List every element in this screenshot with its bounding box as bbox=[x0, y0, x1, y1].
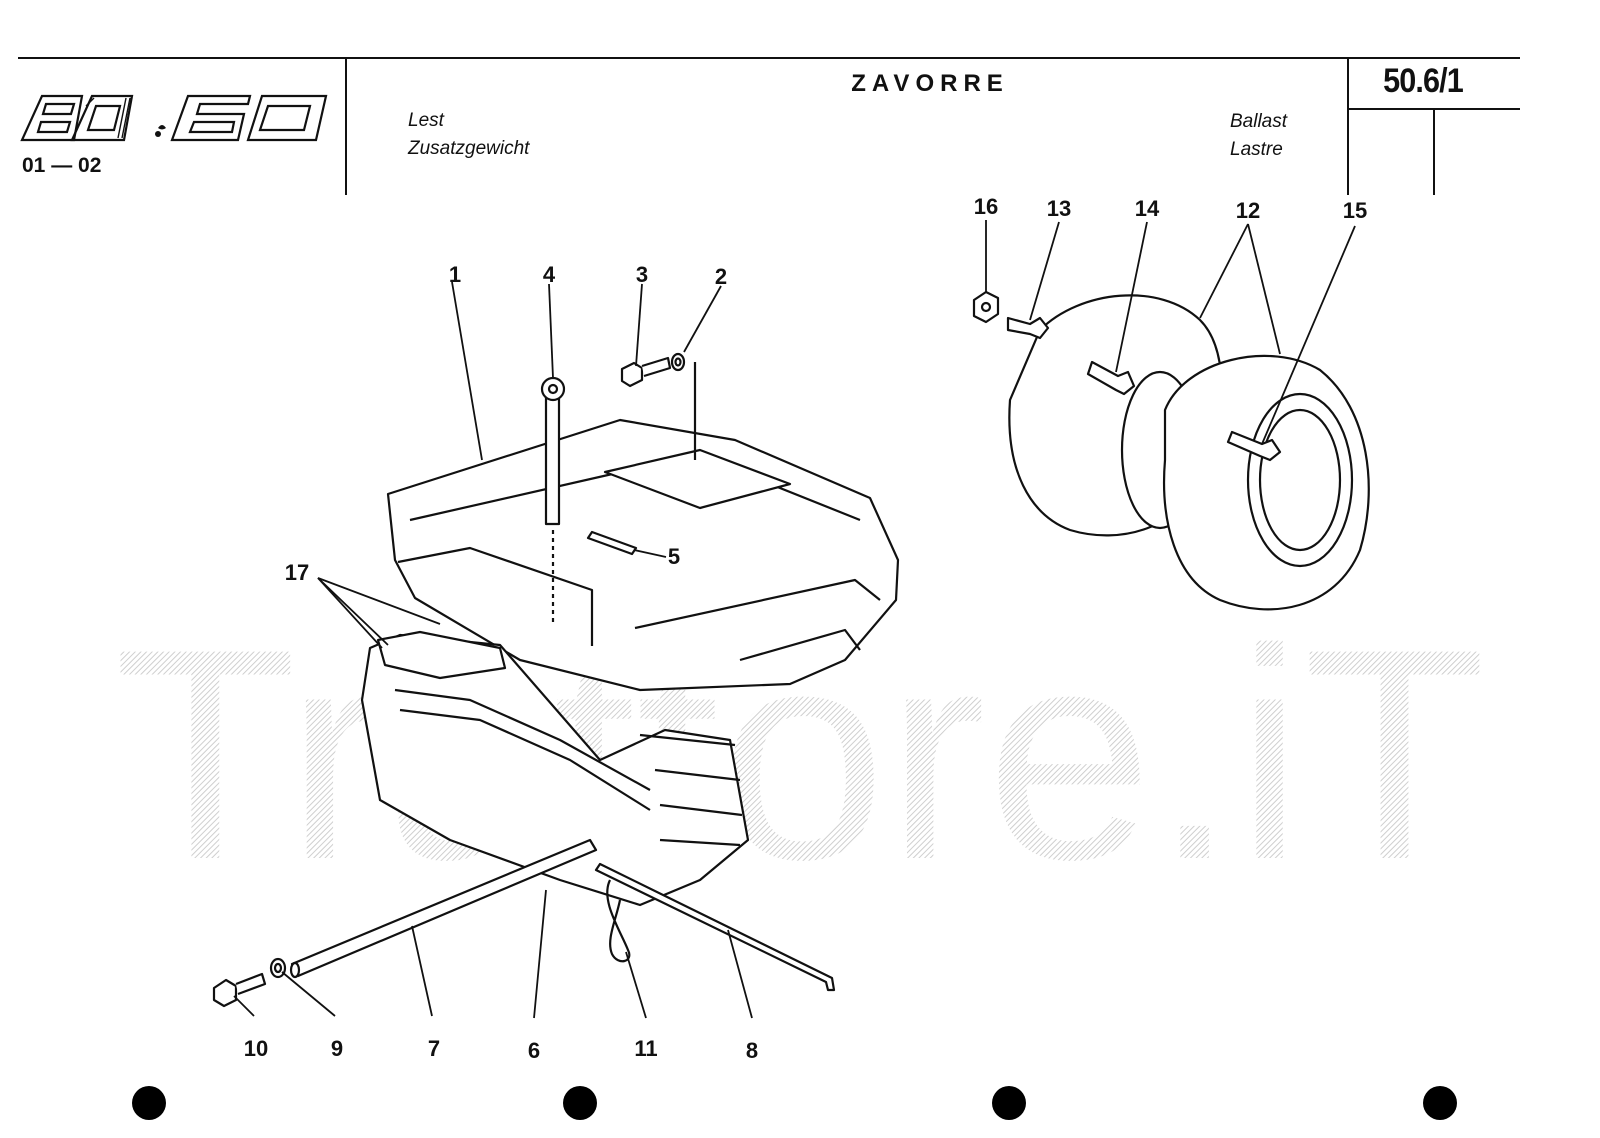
label-lest: Lest bbox=[408, 110, 444, 131]
watermark-text: Trattore.iT bbox=[114, 586, 1486, 922]
part-number-9: 9 bbox=[330, 1036, 344, 1061]
pin-part-4 bbox=[544, 394, 561, 526]
part-number-15: 15 bbox=[1342, 198, 1368, 223]
model-code: 01 — 02 bbox=[22, 154, 102, 177]
binder-hole-icon bbox=[1423, 1086, 1457, 1120]
washer-part-2 bbox=[670, 352, 686, 372]
part-number-11: 11 bbox=[634, 1036, 658, 1061]
bolt-part-3 bbox=[620, 361, 644, 388]
stud-part-14 bbox=[1086, 360, 1136, 396]
header-top-rule bbox=[18, 57, 1520, 59]
spring-clip-part-11 bbox=[606, 879, 631, 963]
part-number-16: 16 bbox=[973, 194, 999, 219]
bolt-part-13 bbox=[1006, 316, 1050, 340]
part-number-3: 3 bbox=[635, 262, 649, 287]
washer-part-9 bbox=[269, 957, 287, 979]
binder-hole-icon bbox=[132, 1086, 166, 1120]
label-lastre: Lastre bbox=[1230, 139, 1283, 160]
header-divider-left bbox=[345, 58, 347, 195]
bolt-part-15 bbox=[1226, 430, 1282, 462]
wheel-weight-inner bbox=[1163, 354, 1370, 611]
weight-carrier bbox=[386, 418, 900, 692]
carrier-top-plate bbox=[603, 448, 792, 510]
part-number-17: 17 bbox=[284, 560, 310, 585]
clip-part-5 bbox=[586, 530, 638, 556]
binder-hole-icon bbox=[563, 1086, 597, 1120]
header-divider-right bbox=[1347, 58, 1349, 195]
part-number-14: 14 bbox=[1134, 196, 1160, 221]
part-number-7: 7 bbox=[427, 1036, 441, 1061]
code-box-divider bbox=[1433, 108, 1435, 195]
weight-stack bbox=[360, 633, 750, 907]
page-title: ZAVORRE bbox=[851, 70, 1009, 97]
part-number-5: 5 bbox=[667, 544, 681, 569]
label-zusatzgewicht: Zusatzgewicht bbox=[408, 138, 530, 159]
rod-part-8 bbox=[594, 862, 836, 992]
nut-part-16 bbox=[972, 290, 1000, 324]
shaft-part-7 bbox=[290, 838, 598, 978]
part-number-2: 2 bbox=[714, 264, 728, 289]
bolt-part-10 bbox=[212, 978, 238, 1008]
label-ballast: Ballast bbox=[1230, 111, 1288, 132]
page-code: 50.6/1 bbox=[1383, 62, 1464, 100]
part-number-1: 1 bbox=[448, 262, 462, 287]
binder-hole-icon bbox=[992, 1086, 1026, 1120]
part-number-12: 12 bbox=[1235, 198, 1261, 223]
wheel-weight-outer bbox=[1008, 294, 1224, 537]
part-number-4: 4 bbox=[542, 262, 556, 287]
part-number-10: 10 bbox=[243, 1036, 269, 1061]
part-number-13: 13 bbox=[1046, 196, 1072, 221]
part-number-8: 8 bbox=[745, 1038, 759, 1063]
part-number-6: 6 bbox=[527, 1038, 541, 1063]
